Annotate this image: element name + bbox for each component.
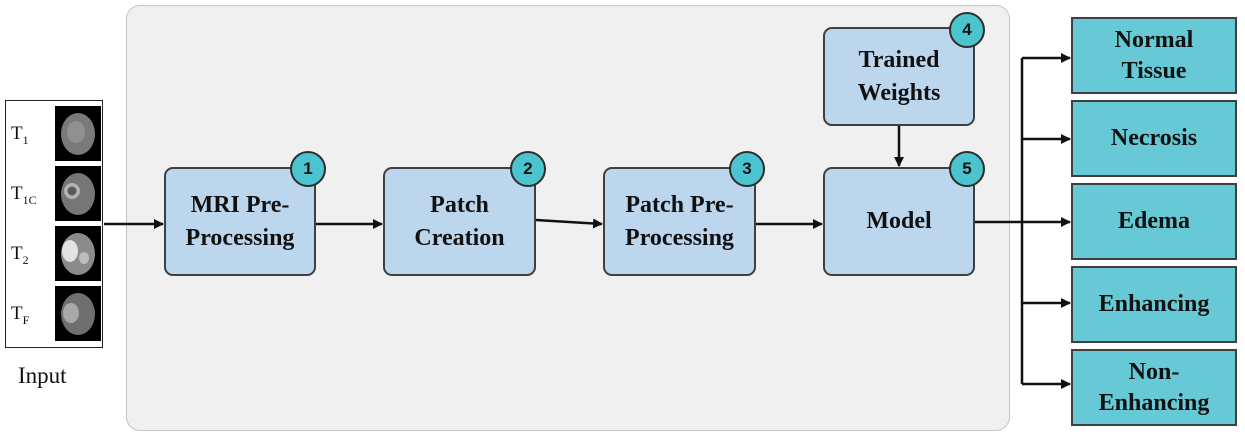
mri-scan-t1c	[55, 166, 101, 221]
mri-scan-t2	[55, 226, 101, 281]
modality-label-t1c: T1C	[11, 183, 37, 207]
step-badge-2: 2	[510, 151, 546, 187]
output-enhancing: Enhancing	[1071, 266, 1237, 343]
output-necrosis: Necrosis	[1071, 100, 1237, 177]
step-patch-preprocessing: Patch Pre- Processing	[603, 167, 756, 276]
output-non-enhancing: Non- Enhancing	[1071, 349, 1237, 426]
step-mri-preprocessing: MRI Pre- Processing	[164, 167, 316, 276]
modality-label-tf: TF	[11, 303, 30, 327]
step-badge-4: 4	[949, 12, 985, 48]
output-edema: Edema	[1071, 183, 1237, 260]
modality-label-t1: T1	[11, 123, 29, 147]
trained-weights-box: Trained Weights	[823, 27, 975, 126]
step-patch-creation: Patch Creation	[383, 167, 536, 276]
modality-label-t2: T2	[11, 243, 29, 267]
step-badge-5: 5	[949, 151, 985, 187]
output-normal-tissue: Normal Tissue	[1071, 17, 1237, 94]
mri-scan-t1	[55, 106, 101, 161]
step-badge-3: 3	[729, 151, 765, 187]
step-badge-1: 1	[290, 151, 326, 187]
input-caption: Input	[18, 363, 67, 388]
model-box: Model	[823, 167, 975, 276]
mri-scan-tf	[55, 286, 101, 341]
